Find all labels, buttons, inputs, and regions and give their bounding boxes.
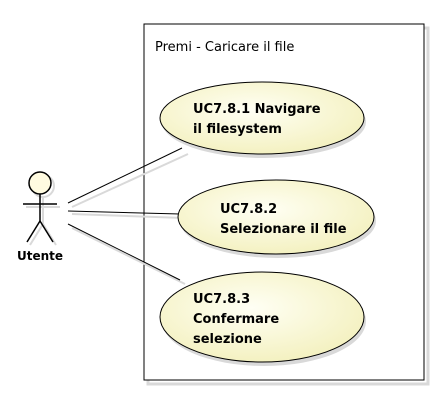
actor-head bbox=[28, 171, 52, 195]
use-case-uc783[interactable]: UC7.8.3 Confermare selezione bbox=[159, 271, 366, 366]
use-case-uc781-line-1: UC7.8.1 Navigare bbox=[193, 102, 321, 117]
associations bbox=[67, 147, 189, 285]
association-uc781 bbox=[67, 147, 183, 204]
use-case-uc782-label: UC7.8.2 Selezionare il file bbox=[220, 202, 347, 237]
use-case-uc782-line-2: Selezionare il file bbox=[220, 222, 347, 237]
association-uc783 bbox=[67, 223, 181, 281]
association-shadow-1 bbox=[71, 153, 189, 208]
actor-utente[interactable]: Utente bbox=[17, 171, 63, 263]
use-case-uc782-ellipse bbox=[177, 179, 375, 255]
association-shadow-3 bbox=[71, 227, 186, 285]
association-shadow-2 bbox=[71, 213, 185, 219]
association-uc782 bbox=[67, 210, 181, 215]
use-case-uc783-line-2: Confermare bbox=[193, 312, 279, 327]
actor-right-leg bbox=[39, 220, 54, 243]
use-case-uc783-ellipse bbox=[159, 271, 365, 363]
use-case-uc783-line-3: selezione bbox=[193, 332, 262, 347]
use-case-uc781-label: UC7.8.1 Navigare il filesystem bbox=[193, 102, 325, 137]
use-case-uc783-line-1: UC7.8.3 bbox=[193, 292, 250, 307]
use-case-uc783-label: UC7.8.3 Confermare selezione bbox=[193, 292, 284, 347]
use-case-uc782-line-1: UC7.8.2 bbox=[220, 202, 277, 217]
use-case-uc781-ellipse bbox=[159, 81, 365, 155]
system-boundary-title: Premi - Caricare il file bbox=[155, 40, 294, 55]
actor-label: Utente bbox=[17, 249, 63, 263]
use-case-uc782[interactable]: UC7.8.2 Selezionare il file bbox=[177, 179, 376, 258]
actor-left-leg bbox=[26, 220, 41, 243]
use-case-uc781-line-2: il filesystem bbox=[193, 122, 282, 137]
use-case-uc781[interactable]: UC7.8.1 Navigare il filesystem bbox=[159, 81, 366, 158]
